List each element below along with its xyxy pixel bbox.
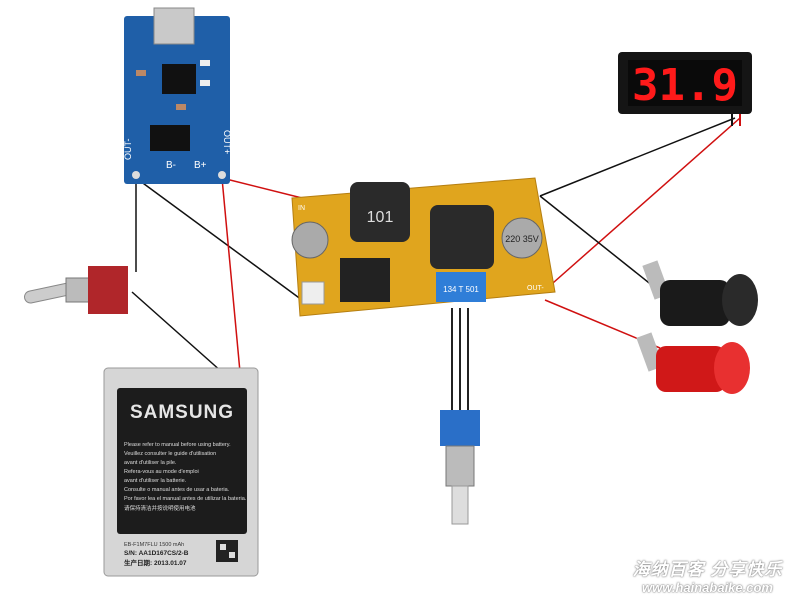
potentiometer bbox=[440, 410, 480, 525]
black-binding-post bbox=[642, 260, 758, 326]
in-label: IN bbox=[298, 205, 305, 212]
wire-black-converter-to-meter bbox=[539, 117, 736, 197]
label-b-minus: B- bbox=[166, 160, 176, 171]
battery-brand: SAMSUNG bbox=[130, 402, 234, 423]
battery-model: EB-F1M7FLU 1500 mAh bbox=[124, 542, 184, 548]
label-out-minus: OUT- bbox=[123, 138, 133, 160]
buck-boost-converter-board: 101 220 35V 134 T 501 OUT- IN bbox=[291, 177, 556, 317]
trimmer-label: 134 T 501 bbox=[443, 285, 479, 294]
inductor-label: 101 bbox=[367, 209, 394, 226]
battery-warning: Consulte o manual antes de usar a bateri… bbox=[124, 487, 230, 493]
tp4056-charger-board: OUT- B- B+ OUT+ bbox=[123, 7, 232, 184]
voltmeter-display: 31.9 bbox=[618, 52, 752, 126]
toggle-switch bbox=[24, 266, 128, 314]
wire-red-out-plus-to-converter bbox=[221, 177, 303, 199]
wire-red-converter-to-meter bbox=[544, 117, 741, 291]
wire-black-out-minus-to-converter bbox=[135, 177, 303, 301]
battery-warning: Refera-vous au mode d'emploi bbox=[124, 469, 199, 475]
qr-code bbox=[216, 540, 238, 562]
battery-date: 生产日期: 2013.01.07 bbox=[124, 558, 187, 567]
watermark-url: www.hainabaike.com bbox=[641, 580, 773, 595]
red-binding-post bbox=[636, 332, 750, 394]
label-out-plus: OUT+ bbox=[222, 130, 232, 154]
battery-warning: Por favor lea el manual antes de utiliza… bbox=[124, 496, 247, 502]
battery-warning: Please refer to manual before using batt… bbox=[124, 442, 231, 448]
watermark: 海纳百客 分享快乐 www.hainabaike.com bbox=[620, 555, 795, 595]
label-b-plus: B+ bbox=[194, 160, 207, 171]
voltmeter-reading: 31.9 bbox=[632, 60, 738, 111]
capacitor-label: 220 35V bbox=[505, 234, 539, 244]
out-label: OUT- bbox=[527, 285, 544, 292]
watermark-cn: 海纳百客 分享快乐 bbox=[632, 560, 783, 579]
wire-black-converter-to-post bbox=[539, 195, 669, 299]
wires bbox=[131, 117, 741, 420]
wire-red-bplus-to-battery bbox=[221, 177, 241, 373]
battery-serial: S/N: AA1D167CS/2-B bbox=[124, 550, 189, 557]
battery-warning: avant d'utiliser la pile. bbox=[124, 460, 177, 466]
samsung-battery: SAMSUNG Please refer to manual before us… bbox=[103, 367, 259, 577]
battery-warning: avant d'utiliser la batterie. bbox=[124, 478, 187, 484]
battery-warning: 请保持清洁并按说明使用电池 bbox=[124, 504, 196, 512]
battery-warning: Veuillez consulter le guide d'utilisatio… bbox=[124, 451, 216, 457]
wire-black-switch-to-battery bbox=[131, 291, 223, 373]
